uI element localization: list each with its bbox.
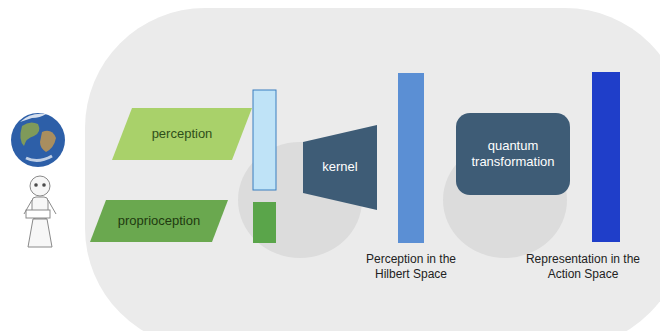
proprioception-input: proprioception — [90, 200, 228, 242]
node-shape — [456, 113, 570, 195]
node-outline — [398, 73, 424, 243]
faded-robot-face — [85, 8, 660, 331]
node-outline — [592, 72, 620, 242]
node-shape — [90, 200, 228, 242]
proprioception-vector — [253, 202, 276, 243]
earth-icon — [11, 113, 65, 167]
perception-vector — [253, 90, 276, 190]
hilbert-space-vector: Perception in the Hilbert Space — [398, 73, 424, 243]
node-label: perception — [152, 126, 213, 142]
node-label: kernel — [322, 159, 357, 175]
robot-icon — [24, 176, 56, 247]
action-space-vector: Representation in the Action Space — [592, 72, 620, 242]
quantum-transformation-block: quantum transformation — [456, 113, 570, 195]
kernel-block: kernel — [303, 125, 377, 210]
node-shape — [112, 108, 252, 160]
vector-caption: Representation in the Action Space — [512, 252, 654, 282]
vector-caption: Perception in the Hilbert Space — [350, 252, 472, 282]
node-shape — [303, 125, 377, 210]
node-label: proprioception — [118, 213, 200, 229]
perception-input: perception — [112, 108, 252, 160]
node-label: quantum transformation — [466, 138, 560, 171]
